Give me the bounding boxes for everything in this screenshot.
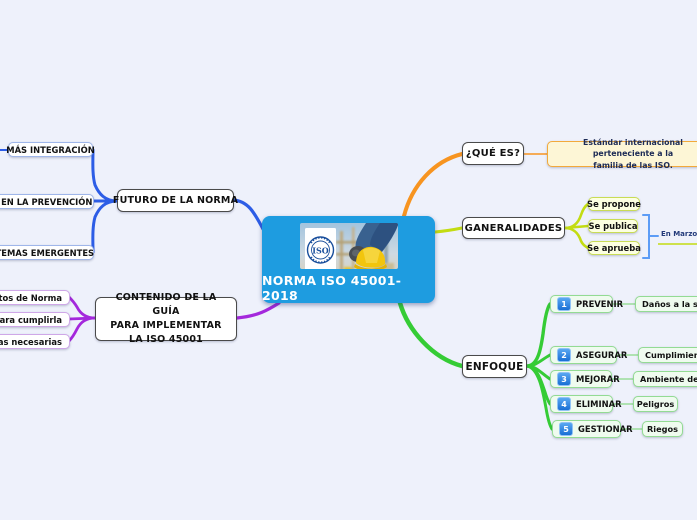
subtopic-requisitos[interactable]: quisitos de Norma xyxy=(0,290,70,305)
subtopic-se-publica[interactable]: Se publica xyxy=(588,219,638,233)
topic-contenido-guia[interactable]: CONTENIDO DE LA GUÍA PARA IMPLEMENTAR LA… xyxy=(95,292,237,345)
leaf-label: Daños a la salud xyxy=(642,299,697,309)
number-chip-5: 5 xyxy=(559,422,573,436)
subtopic-asegurar[interactable]: 2 ASEGURAR xyxy=(550,346,627,364)
center-topic-title: NORMA ISO 45001-2018 xyxy=(262,273,402,303)
iso-seal-logo: ISO xyxy=(304,228,336,269)
subtopic-prevenir[interactable]: 1 PREVENIR xyxy=(550,295,623,313)
subtopic-label: Se publica xyxy=(588,221,638,231)
branch-line-enfoque-to-center xyxy=(397,300,465,369)
svg-text:ISO: ISO xyxy=(312,246,329,256)
leaf-label: Ambiente de trabajo xyxy=(640,374,697,384)
subtopic-label: MEJORAR xyxy=(576,374,620,384)
group-bracket xyxy=(642,214,659,259)
subtopic-label: UE EN LA PREVENCIÓN xyxy=(0,196,93,207)
leaf-label: Peligros xyxy=(636,399,675,409)
subtopic-label: ASEGURAR xyxy=(576,350,628,360)
subtopic-label: ELIMINAR xyxy=(576,399,622,409)
leaf-riegos[interactable]: Riegos xyxy=(642,421,683,437)
branch-line-enf-child4 xyxy=(525,364,552,406)
subtopic-label: ientas necesarias xyxy=(0,336,62,347)
branch-line-contenido-child2 xyxy=(67,316,97,321)
leaf-label: Cumplimiento xyxy=(645,350,697,360)
branch-line-gan-child1 xyxy=(563,202,590,230)
subtopic-label: PREVENIR xyxy=(576,299,624,309)
leaf-cumplimiento[interactable]: Cumplimiento xyxy=(638,347,697,363)
branch-line-contenido-to-center xyxy=(235,301,281,320)
bracket-annotation: En Marzo xyxy=(661,230,697,238)
subtopic-se-aprueba[interactable]: Se aprueba xyxy=(587,241,641,255)
branch-line-enf-child2 xyxy=(525,353,552,368)
topic-que-es[interactable]: ¿QUÉ ES? xyxy=(462,142,524,165)
note-text: Estándar internacional perteneciente a l… xyxy=(583,138,683,170)
topic-que-es-label: ¿QUÉ ES? xyxy=(465,148,521,159)
leaf-danos-salud[interactable]: Daños a la salud xyxy=(635,296,697,312)
branch-line-contenido-child1 xyxy=(67,295,97,320)
leaf-peligros[interactable]: Peligros xyxy=(633,396,678,412)
topic-enfoque[interactable]: ENFOQUE xyxy=(462,355,527,378)
branch-line-enf-child5 xyxy=(525,364,554,431)
topic-futuro-label: FUTURO DE LA NORMA xyxy=(112,195,239,206)
branch-line-enf-child3 xyxy=(525,364,552,381)
subtopic-gestionar[interactable]: 5 GESTIONAR xyxy=(552,420,633,438)
subtopic-label: GESTIONAR xyxy=(578,424,633,434)
topic-contenido-label: CONTENIDO DE LA GUÍA PARA IMPLEMENTAR LA… xyxy=(110,292,222,345)
subtopic-cumplirla[interactable]: uir para cumplirla xyxy=(0,312,70,327)
subtopic-label: uir para cumplirla xyxy=(0,314,62,325)
subtopic-label: E TEMAS EMERGENTES xyxy=(0,247,95,258)
branch-line-enf-child1 xyxy=(525,302,552,368)
topic-enfoque-label: ENFOQUE xyxy=(465,360,524,373)
subtopic-label: quisitos de Norma xyxy=(0,292,62,303)
topic-ganeralidades-label: GANERALIDADES xyxy=(464,222,563,234)
branch-line-gan-child3 xyxy=(563,226,590,250)
subtopic-label: Se propone xyxy=(587,199,641,209)
center-topic-card[interactable]: ISO NORMA ISO 45001-2018 xyxy=(262,216,435,303)
worker-photo: ISO xyxy=(299,223,398,269)
branch-line-contenido-child3 xyxy=(67,316,97,343)
subtopic-temas-emergentes[interactable]: E TEMAS EMERGENTES xyxy=(0,245,94,260)
number-chip-2: 2 xyxy=(557,348,571,362)
leaf-label: Riegos xyxy=(646,424,679,434)
note-estandar-internacional[interactable]: Estándar internacional perteneciente a l… xyxy=(547,138,697,170)
branch-line-gan-to-center xyxy=(433,226,464,234)
subtopic-label: Se aprueba xyxy=(587,243,641,253)
branch-line-gan-child2 xyxy=(563,224,590,230)
branch-line-futuro-child1 xyxy=(91,148,119,203)
subtopic-mas-integracion[interactable]: MÁS INTEGRACIÓN xyxy=(6,142,95,157)
subtopic-herramientas[interactable]: ientas necesarias xyxy=(0,334,70,349)
subtopic-label: MÁS INTEGRACIÓN xyxy=(6,144,95,155)
subtopic-eliminar[interactable]: 4 ELIMINAR xyxy=(550,395,622,413)
number-chip-4: 4 xyxy=(557,397,571,411)
subtopic-se-propone[interactable]: Se propone xyxy=(587,197,641,211)
subtopic-mejorar[interactable]: 3 MEJORAR xyxy=(550,370,620,388)
branch-line-futuro-child3 xyxy=(91,199,119,254)
number-chip-1: 1 xyxy=(557,297,571,311)
leaf-ambiente-trabajo[interactable]: Ambiente de trabajo xyxy=(633,371,697,387)
branch-line-quees-to-center xyxy=(402,152,464,218)
topic-futuro-de-la-norma[interactable]: FUTURO DE LA NORMA xyxy=(113,189,238,212)
subtopic-prevencion[interactable]: UE EN LA PREVENCIÓN xyxy=(0,194,94,209)
number-chip-3: 3 xyxy=(557,372,571,386)
topic-ganeralidades[interactable]: GANERALIDADES xyxy=(462,217,565,239)
